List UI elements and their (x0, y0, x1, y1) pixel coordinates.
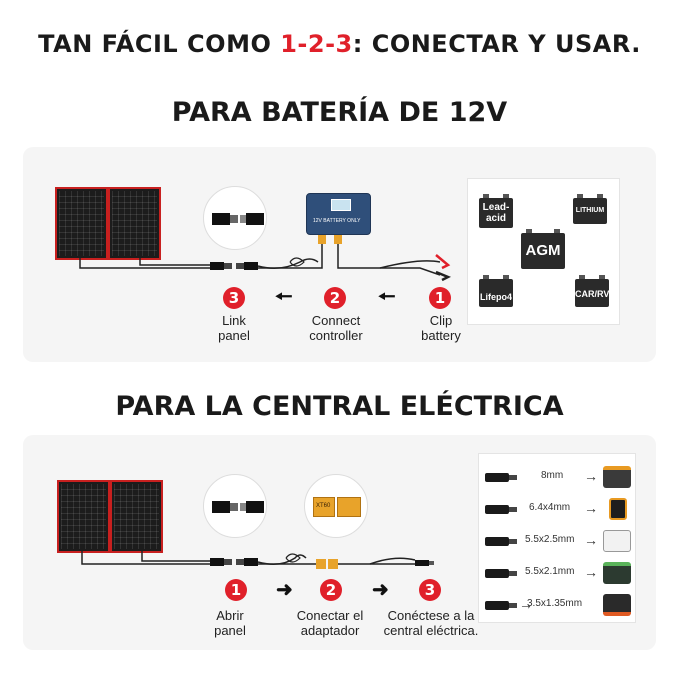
battery-lithium: LITHIUM (573, 194, 607, 224)
power-station-icon (603, 466, 631, 488)
connector-row: 5.5x2.5mm → (485, 530, 635, 552)
arrow-icon: → (584, 532, 598, 548)
battery-lifepo4: Lifepo4 (479, 275, 513, 307)
plug-icon (485, 601, 509, 610)
step-circle-s2-2: 2 (320, 579, 342, 601)
charge-controller: 12V BATTERY ONLY (306, 193, 371, 235)
plug-icon (485, 473, 509, 482)
connector-row: 8mm → (485, 466, 635, 488)
headline-suffix: : CONECTAR Y USAR. (352, 30, 641, 58)
power-station-icon (603, 562, 631, 584)
step-circle-s1-3: 3 (223, 287, 245, 309)
power-station-icon (603, 594, 631, 616)
arrow-right-icon: ➜ (276, 579, 293, 601)
sae-connector-zoom-2 (203, 474, 267, 538)
step-circle-s2-1: 1 (225, 579, 247, 601)
arrow-icon: → (584, 500, 598, 516)
step-label-s1-1: Clip battery (421, 313, 461, 343)
xt60-socket (337, 497, 361, 517)
connector-row: 3.5x1.35mm → (485, 594, 635, 616)
arrow-icon: → (519, 596, 533, 612)
power-station-icon (603, 530, 631, 552)
solar-panel-right-2 (110, 480, 163, 553)
headline-highlight: 1-2-3 (280, 30, 353, 58)
solar-panel-left-2 (57, 480, 110, 553)
controller-label: 12V BATTERY ONLY (313, 218, 361, 224)
battery-car-rv: CAR/RV (575, 275, 609, 307)
arrow-left-icon: 🠔 (378, 286, 396, 308)
power-station-icon (609, 498, 627, 520)
connector-row: 5.5x2.1mm → (485, 562, 635, 584)
section1-title: PARA BATERÍA DE 12V (171, 97, 508, 128)
step-circle-s1-1: 1 (429, 287, 451, 309)
plug-icon (485, 569, 509, 578)
step-label-s1-2: Connect controller (309, 313, 363, 343)
solar-panel-right-1 (108, 187, 161, 260)
headline: TAN FÁCIL COMO 1-2-3: CONECTAR Y USAR. (0, 30, 679, 58)
connector-row: 6.4x4mm → (485, 498, 635, 520)
step-label-s2-2: Conectar el adaptador (296, 608, 364, 638)
plug-icon (485, 505, 509, 514)
arrow-right-icon: ➜ (372, 579, 389, 601)
xt60-connector-zoom: XT60 (304, 474, 368, 538)
step-label-s2-1: Abrir panel (214, 608, 246, 638)
xt60-plug: XT60 (313, 497, 335, 517)
step-circle-s2-3: 3 (419, 579, 441, 601)
arrow-icon: → (584, 468, 598, 484)
step-label-s2-3: Conéctese a la central eléctrica. (383, 608, 479, 638)
plug-icon (485, 537, 509, 546)
battery-lead-acid: Lead-acid (479, 194, 513, 228)
sae-connector-zoom-1 (203, 186, 267, 250)
step-label-s1-3: Link panel (218, 313, 250, 343)
arrow-left-icon: 🠔 (275, 286, 293, 308)
step-circle-s1-2: 2 (324, 287, 346, 309)
connector-types-box: 8mm → 6.4x4mm → 5.5x2.5mm → 5.5x2.1mm → … (478, 453, 636, 623)
section2-title: PARA LA CENTRAL ELÉCTRICA (115, 391, 564, 422)
arrow-icon: → (584, 564, 598, 580)
controller-lcd (331, 199, 351, 211)
headline-prefix: TAN FÁCIL COMO (38, 30, 281, 58)
solar-panel-left-1 (55, 187, 108, 260)
battery-agm: AGM (521, 229, 565, 269)
